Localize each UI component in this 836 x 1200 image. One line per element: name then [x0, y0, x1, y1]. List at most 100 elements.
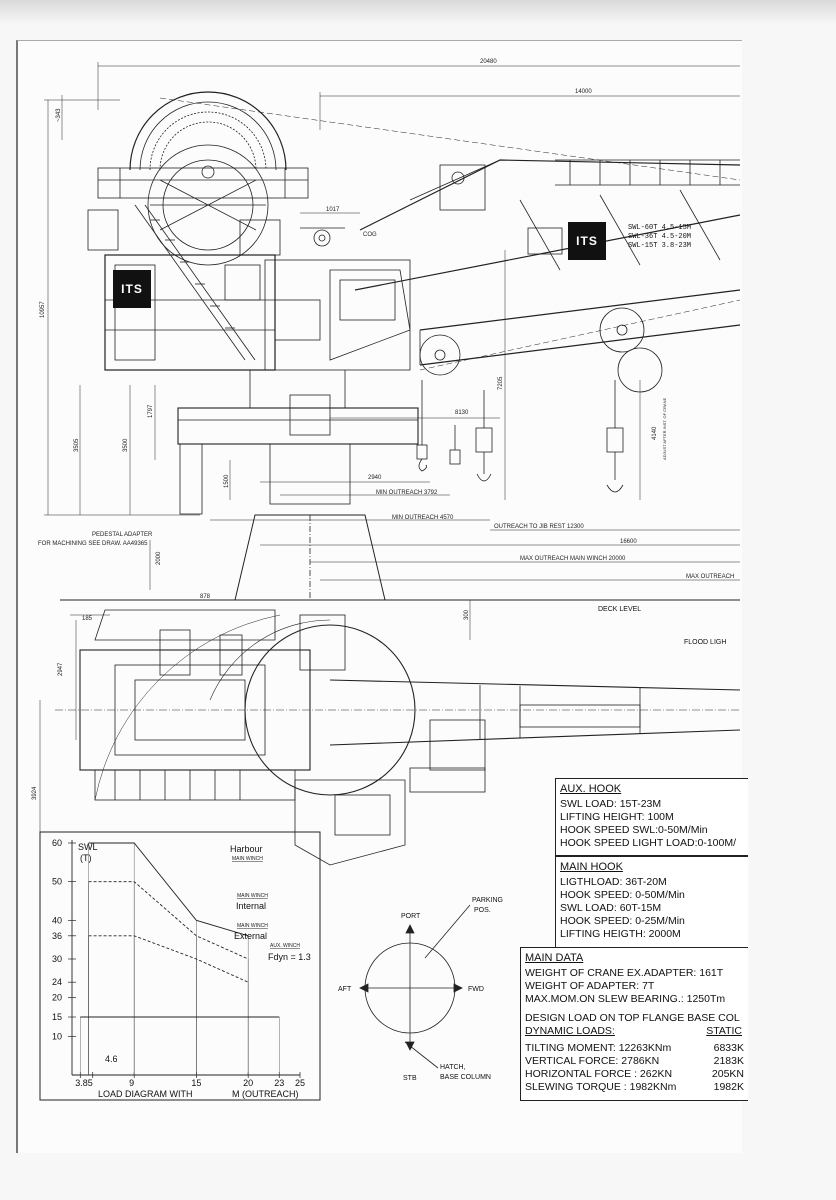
swl-line: SWL-36T 4.5-20M — [628, 233, 692, 241]
dim-185: 185 — [82, 616, 93, 622]
cog-label: COG — [363, 232, 377, 238]
main-data-title: MAIN DATA — [525, 952, 584, 964]
min-outreach-4570: MIN OUTREACH 4570 — [392, 515, 454, 521]
y-tick-label: 24 — [52, 977, 62, 987]
aux-hook-line: SWL LOAD: 15T-23M — [560, 798, 662, 810]
main-hook-line: LIFTING HEIGTH: 2000M — [560, 928, 681, 940]
adjust-note: ADJUST AFTER INST. OF CRANE — [662, 398, 667, 460]
main-hook-title: MAIN HOOK — [560, 861, 623, 873]
compass-stb: STB — [403, 1075, 417, 1082]
dim-1797: 1797 — [148, 404, 154, 418]
y-tick-label: 15 — [52, 1012, 62, 1022]
load-dynamic: SLEWING TORQUE : 1982KNm — [525, 1081, 677, 1093]
load-curve-external — [88, 935, 249, 983]
ld-y-title-1: SWL — [78, 842, 98, 852]
static-header: STATIC — [706, 1025, 742, 1037]
load-dynamic: HORIZONTAL FORCE : 262KN — [525, 1068, 673, 1080]
dim-3924: 3924 — [32, 786, 38, 800]
x-tick-label: 23 — [274, 1078, 284, 1088]
dim-8130: 8130 — [455, 410, 469, 416]
deck-level: DECK LEVEL — [598, 606, 641, 613]
loads-header: DYNAMIC LOADS: STATIC — [525, 1025, 744, 1038]
load-row: HORIZONTAL FORCE : 262KN 205KN — [525, 1068, 744, 1081]
swl-line: SWL-60T 4.5-15M — [628, 224, 692, 232]
ld-external: External — [234, 931, 267, 941]
x-tick-label: 20 — [243, 1078, 253, 1088]
compass — [359, 904, 471, 1069]
ld-caption-right: M (OUTREACH) — [232, 1089, 299, 1099]
ld-harbour: Harbour — [230, 844, 263, 854]
dynamic-header: DYNAMIC LOADS: — [525, 1025, 615, 1037]
dim-jib-len: 14000 — [575, 89, 592, 95]
aux-hook-line: LIFTING HEIGHT: 100M — [560, 811, 674, 823]
y-tick-label: 10 — [52, 1031, 62, 1041]
x-tick-label: 3.8 — [75, 1078, 88, 1088]
ld-main-winch-b: MAIN WINCH — [237, 893, 268, 899]
x-tick-label: 5 — [88, 1078, 93, 1088]
pedestal-adapter-title: PEDESTAL ADAPTER — [92, 532, 153, 538]
hooks — [416, 380, 624, 493]
scan-shadow — [0, 0, 836, 24]
dimension-lines — [39, 62, 741, 880]
load-diagram-frame — [39, 831, 321, 1101]
ld-main-winch-a: MAIN WINCH — [232, 856, 263, 862]
load-dynamic: TILTING MOMENT: 12263KNm — [525, 1042, 672, 1054]
its-logo-jib: ITS — [568, 222, 606, 260]
load-static: 1982K — [713, 1081, 744, 1093]
dim-16600: 16600 — [620, 539, 637, 545]
max-outreach: MAX OUTREACH — [686, 574, 734, 580]
main-hook-line: HOOK SPEED: 0-50M/Min — [560, 889, 685, 901]
ld-point-label: 4.6 — [105, 1054, 118, 1064]
compass-port: PORT — [401, 913, 421, 920]
swl-line: SWL-15T 3.8-23M — [628, 242, 692, 250]
dim-2000: 2000 — [156, 551, 162, 565]
load-curve-internal — [88, 881, 249, 960]
outreach-jib-rest: OUTREACH TO JIB REST 12300 — [494, 524, 584, 530]
swl-marking: SWL-60T 4.5-15M SWL-36T 4.5-20M SWL-15T … — [628, 224, 691, 251]
design-load-title: DESIGN LOAD ON TOP FLANGE BASE COL — [525, 1012, 740, 1024]
its-logo-house: ITS — [113, 270, 151, 308]
aux-hook-box: AUX. HOOK SWL LOAD: 15T-23M LIFTING HEIG… — [555, 778, 748, 856]
pedestal-adapter-note: FOR MACHINING SEE DRAW. AA49365 — [38, 541, 148, 547]
parking-label-1: PARKING — [472, 897, 503, 904]
y-tick-label: 40 — [52, 915, 62, 925]
x-tick-label: 9 — [129, 1078, 134, 1088]
dim-2947: 2947 — [58, 662, 64, 676]
y-tick-label: 60 — [52, 838, 62, 848]
load-row: TILTING MOMENT: 12263KNm 6833K — [525, 1042, 744, 1055]
dim-top-offset: ~343 — [56, 108, 62, 122]
load-static: 6833K — [713, 1042, 744, 1054]
dim-4140: 4140 — [652, 426, 658, 440]
main-hook-line: HOOK SPEED: 0-25M/Min — [560, 915, 685, 927]
crane-plan — [55, 609, 741, 866]
ld-main-winch-c: MAIN WINCH — [237, 923, 268, 929]
main-data-line: WEIGHT OF CRANE EX.ADAPTER: 161T — [525, 967, 724, 979]
y-tick-label: 50 — [52, 877, 62, 887]
dim-2940: 2940 — [368, 475, 382, 481]
load-curve-harbour — [88, 842, 249, 937]
dim-cog-offset: 1017 — [326, 207, 340, 213]
y-tick-label: 20 — [52, 993, 62, 1003]
load-row: VERTICAL FORCE: 2786KN 2183K — [525, 1055, 744, 1068]
aux-hook-line: HOOK SPEED LIGHT LOAD:0-100M/ — [560, 837, 737, 849]
dim-overall: 20480 — [480, 59, 497, 65]
dim-878: 878 — [200, 594, 211, 600]
hatch-label-1: HATCH, — [440, 1064, 466, 1071]
main-data-box: MAIN DATA WEIGHT OF CRANE EX.ADAPTER: 16… — [520, 947, 748, 1101]
y-tick-label: 30 — [52, 954, 62, 964]
load-row: SLEWING TORQUE : 1982KNm 1982K — [525, 1081, 744, 1094]
main-hook-line: LIGTHLOAD: 36T-20M — [560, 876, 667, 888]
compass-aft: AFT — [338, 986, 352, 993]
y-tick-label: 36 — [52, 931, 62, 941]
crane-elevation — [60, 91, 740, 601]
ld-caption-left: LOAD DIAGRAM WITH — [98, 1089, 193, 1099]
load-static: 205KN — [711, 1068, 744, 1080]
dim-7205: 7205 — [498, 376, 504, 390]
aux-hook-line: HOOK SPEED SWL:0-50M/Min — [560, 824, 708, 836]
dim-3505: 3505 — [74, 438, 80, 452]
hatch-label-2: BASE COLUMN — [440, 1074, 491, 1081]
min-outreach-3792: MIN OUTREACH 3792 — [376, 490, 438, 496]
x-tick-label: 25 — [295, 1078, 305, 1088]
load-dynamic: VERTICAL FORCE: 2786KN — [525, 1055, 660, 1067]
